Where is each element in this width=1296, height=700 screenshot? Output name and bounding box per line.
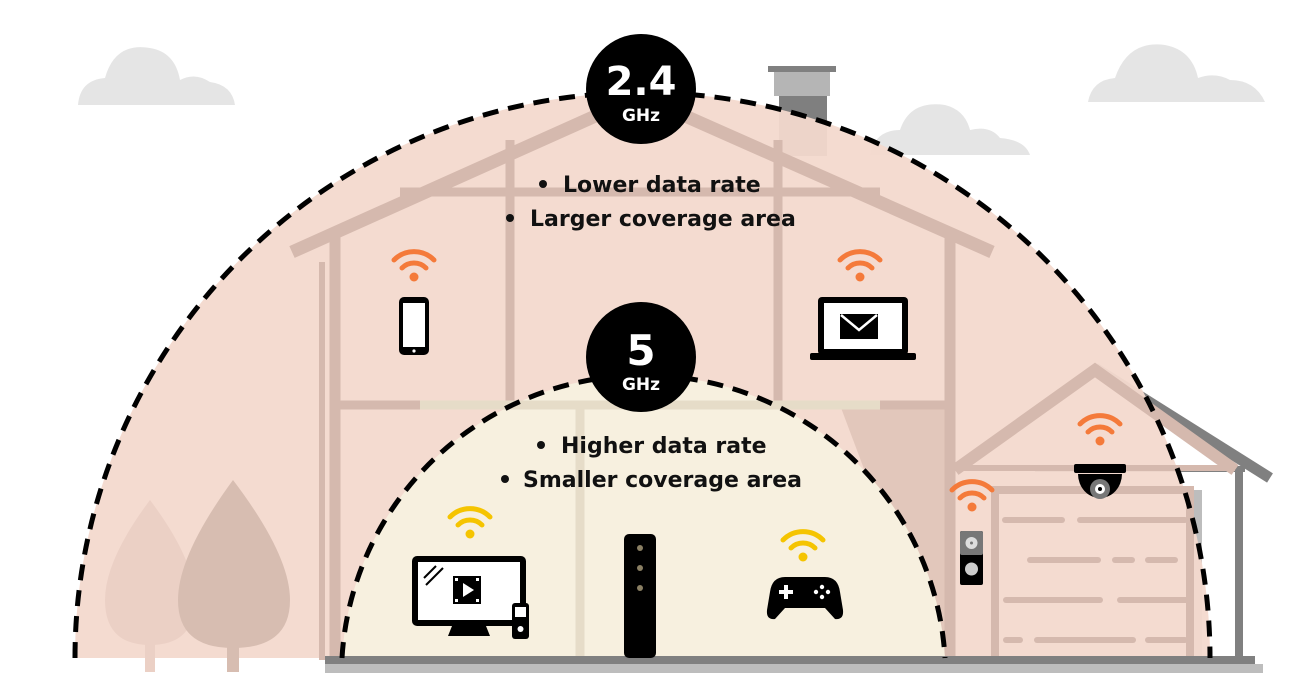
ground-base [325,664,1263,673]
bullet-text: Smaller coverage area [523,468,802,493]
laptop-mail-icon [810,297,916,360]
router-icon [624,534,656,658]
bullets-5ghz: Higher data rate Smaller coverage area [501,434,802,493]
security-camera-icon [1074,464,1126,499]
bullet-text: Lower data rate [563,173,761,198]
ground-line [325,656,1255,664]
cloud-left [78,47,235,105]
band-number: 2.4 [606,59,677,105]
bullet-text: Larger coverage area [530,207,796,232]
laptop-device [810,252,916,360]
cloud-center [870,104,1030,155]
badge-5ghz: 5 GHz [586,302,696,412]
doorbell-device [952,482,992,585]
smart-tv-icon [412,556,529,639]
band-unit: GHz [622,375,660,395]
trees [105,480,290,672]
band-unit: GHz [622,106,660,126]
garage-door-lines [1002,517,1193,643]
tv-device [412,509,529,639]
smartphone-device [394,252,434,355]
doorbell-camera-icon [960,531,983,585]
game-controller-device [766,532,844,620]
smartphone-icon [399,297,429,355]
badge-24ghz: 2.4 GHz [586,34,696,144]
bullet-text: Higher data rate [561,434,767,459]
bullets-24ghz: Lower data rate Larger coverage area [506,173,796,232]
security-camera-device [1074,416,1126,499]
game-controller-icon [766,577,844,620]
cloud-right [1088,44,1265,102]
band-number: 5 [626,326,655,375]
